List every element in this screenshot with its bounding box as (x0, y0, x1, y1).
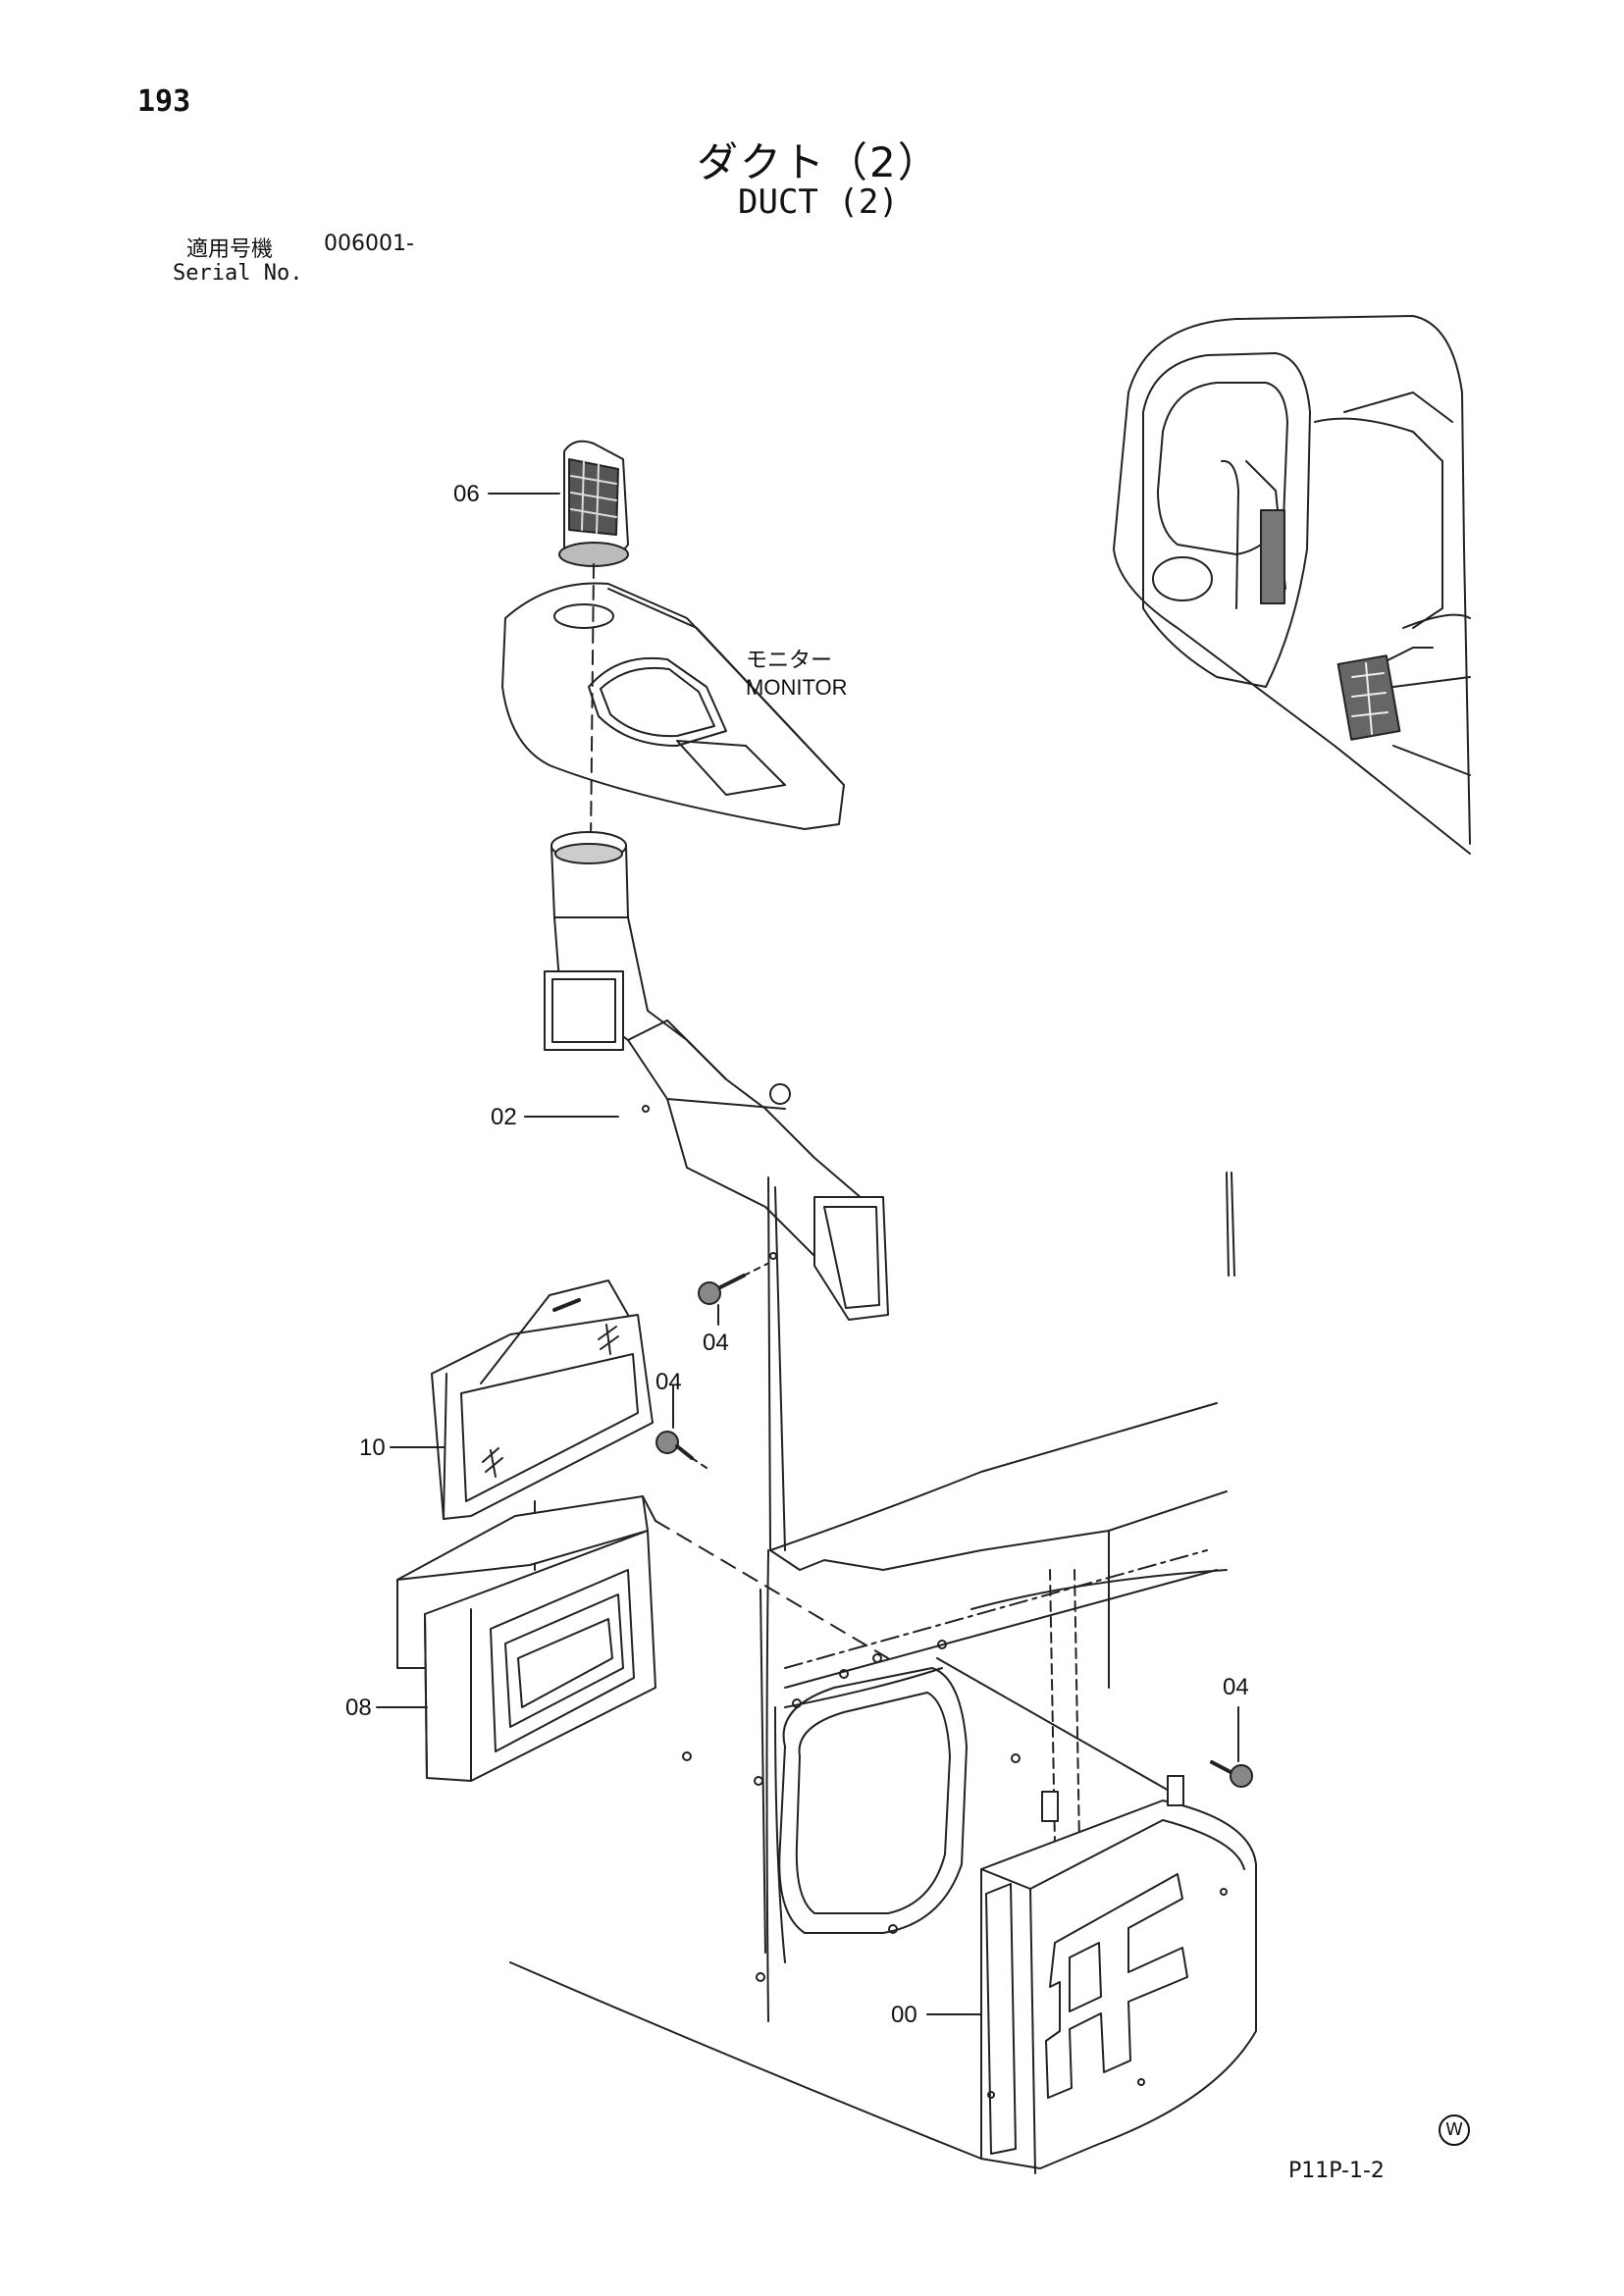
part-04-bolt-b (656, 1432, 707, 1468)
monitor-cover-panel (502, 583, 844, 829)
alignment-line-08 (655, 1521, 888, 1658)
part-06-vent-grille (559, 442, 628, 566)
callout-08: 08 (345, 1695, 372, 1721)
callout-04-c: 04 (1223, 1674, 1249, 1700)
callout-04-a: 04 (703, 1330, 729, 1356)
callout-06: 06 (453, 481, 480, 507)
w-mark-symbol: W (1439, 2114, 1470, 2146)
title-japanese: ダクト（2） (697, 138, 941, 186)
callout-04-b: 04 (655, 1369, 682, 1395)
part-08-filter-housing (397, 1496, 655, 1781)
monitor-label-english: MONITOR (746, 675, 848, 700)
part-04-bolt-a (699, 1264, 767, 1304)
part-04-bolt-c (1212, 1762, 1252, 1787)
alignment-line-06 (591, 564, 594, 844)
cab-overview-inset (1114, 316, 1470, 854)
callout-10: 10 (359, 1435, 386, 1461)
alignment-line-00 (937, 1658, 1178, 1796)
serial-label-english: Serial No. (173, 261, 303, 286)
part-02-duct (545, 832, 888, 1320)
part-00-cover (981, 1776, 1256, 2173)
part-10-filter (432, 1280, 653, 1519)
serial-label-japanese: 適用号機 (186, 237, 274, 262)
leader-lines (377, 494, 1238, 2014)
drawing-code: P11P-1-2 (1288, 2159, 1385, 2183)
page-number: 193 (137, 84, 191, 119)
serial-value: 006001- (324, 232, 414, 256)
title-english: DUCT (2) (738, 183, 899, 222)
monitor-label-japanese: モニター (746, 649, 833, 673)
callout-00: 00 (891, 2002, 917, 2028)
callout-02: 02 (491, 1104, 517, 1130)
cab-side-panel (510, 1173, 1234, 2159)
